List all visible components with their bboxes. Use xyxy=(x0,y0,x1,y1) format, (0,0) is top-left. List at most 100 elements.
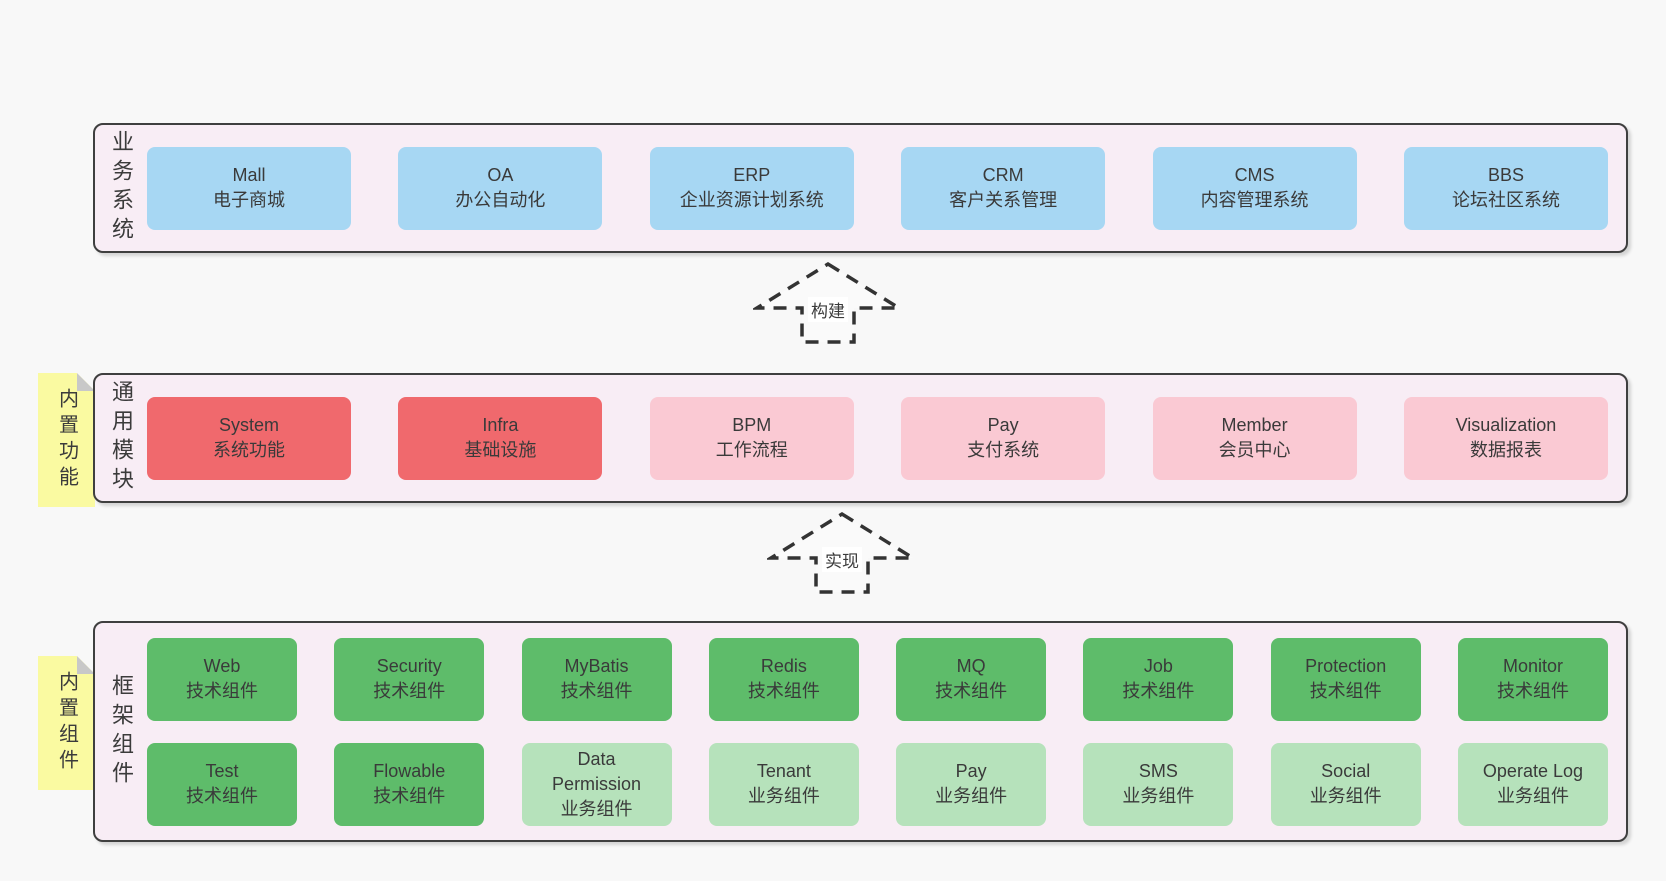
box-subtitle: 工作流程 xyxy=(715,440,788,460)
box-subtitle: 业务组件 xyxy=(747,786,820,806)
box-subtitle: 办公自动化 xyxy=(455,190,546,210)
arrow-build: 构建 xyxy=(753,261,903,345)
component-box-system: System 系统功能 xyxy=(147,396,351,480)
component-box-monitor: Monitor 技术组件 xyxy=(1457,637,1608,721)
component-box-mq: MQ 技术组件 xyxy=(896,637,1047,721)
box-title: ERP xyxy=(733,165,771,185)
box-subtitle: 业务组件 xyxy=(1496,786,1569,806)
section-label: 框架组件 xyxy=(109,673,134,790)
box-subtitle: 技术组件 xyxy=(935,681,1008,701)
box-title: Monitor xyxy=(1502,656,1563,676)
box-title: MyBatis xyxy=(564,656,629,676)
box-subtitle: 业务组件 xyxy=(560,798,633,819)
box-title: CMS xyxy=(1234,165,1275,185)
box-subtitle: 技术组件 xyxy=(560,681,633,701)
box-title: OA xyxy=(487,165,514,185)
box-title: Web xyxy=(203,656,241,676)
box-title: Member xyxy=(1221,415,1288,435)
box-title: Infra xyxy=(482,415,519,435)
box-subtitle: 技术组件 xyxy=(1309,681,1382,701)
component-box-sms: SMS 业务组件 xyxy=(1083,742,1234,826)
box-title: MQ xyxy=(956,656,986,676)
sticky-note-builtin-features: 内置功能 xyxy=(38,373,95,507)
box-subtitle: 会员中心 xyxy=(1218,440,1291,460)
component-box-operate-log: Operate Log 业务组件 xyxy=(1457,742,1608,826)
component-box-bbs: BBS 论坛社区系统 xyxy=(1403,146,1608,230)
box-title: BBS xyxy=(1487,165,1524,185)
component-box-security: Security 技术组件 xyxy=(334,637,485,721)
box-subtitle: 业务组件 xyxy=(1309,786,1382,806)
component-box-bpm: BPM 工作流程 xyxy=(649,396,854,480)
box-subtitle: 技术组件 xyxy=(1122,681,1195,701)
box-subtitle: 系统功能 xyxy=(213,440,285,460)
component-box-oa: OA 办公自动化 xyxy=(398,146,603,230)
box-title: SMS xyxy=(1138,761,1178,781)
box-title: Protection xyxy=(1305,656,1387,676)
component-box-crm: CRM 客户关系管理 xyxy=(901,146,1106,230)
section-label: 通用模块 xyxy=(109,380,134,496)
box-subtitle: 数据报表 xyxy=(1469,440,1542,460)
box-subtitle: 企业资源计划系统 xyxy=(679,190,824,210)
box-title: Flowable xyxy=(373,761,446,781)
box-subtitle: 技术组件 xyxy=(373,681,446,701)
box-title: Redis xyxy=(760,656,807,676)
box-subtitle: 技术组件 xyxy=(1496,681,1569,701)
component-box-member: Member 会员中心 xyxy=(1152,396,1357,480)
sticky-note-label: 内置组件 xyxy=(55,671,78,775)
component-box-erp: ERP 企业资源计划系统 xyxy=(649,146,854,230)
box-title: Pay xyxy=(955,761,987,781)
sticky-note-builtin-components: 内置组件 xyxy=(38,656,95,790)
component-box-redis: Redis 技术组件 xyxy=(708,637,859,721)
box-title: CRM xyxy=(982,165,1024,185)
component-box-social: Social 业务组件 xyxy=(1270,742,1421,826)
arrow-label: 实现 xyxy=(822,547,862,572)
component-box-protection: Protection 技术组件 xyxy=(1270,637,1421,721)
box-title: Test xyxy=(205,761,239,781)
box-subtitle: 技术组件 xyxy=(373,786,446,806)
arrow-implement: 实现 xyxy=(767,511,917,595)
arrow-label: 构建 xyxy=(808,297,848,322)
component-box-tenant: Tenant 业务组件 xyxy=(708,742,859,826)
box-subtitle: 支付系统 xyxy=(967,440,1040,460)
box-title: Visualization xyxy=(1455,415,1557,435)
section-label-wrap: 框架组件 xyxy=(95,623,147,840)
box-title: Mall xyxy=(232,165,266,185)
box-subtitle: 技术组件 xyxy=(186,681,258,701)
box-title: Data Permission xyxy=(552,748,642,794)
box-title: Tenant xyxy=(756,761,811,781)
box-subtitle: 业务组件 xyxy=(935,786,1008,806)
box-subtitle: 业务组件 xyxy=(1122,786,1195,806)
component-box-infra: Infra 基础设施 xyxy=(398,396,603,480)
section-label-wrap: 业务系统 xyxy=(95,125,147,251)
box-subtitle: 论坛社区系统 xyxy=(1451,190,1560,210)
component-box-flowable: Flowable 技术组件 xyxy=(334,742,485,826)
component-box-mybatis: MyBatis 技术组件 xyxy=(521,637,672,721)
box-title: BPM xyxy=(732,415,772,435)
component-box-pay: Pay 业务组件 xyxy=(896,742,1047,826)
box-subtitle: 客户关系管理 xyxy=(949,190,1058,210)
component-box-web: Web 技术组件 xyxy=(147,637,297,721)
box-title: Operate Log xyxy=(1482,761,1583,781)
box-subtitle: 技术组件 xyxy=(747,681,820,701)
box-subtitle: 基础设施 xyxy=(464,440,537,460)
box-subtitle: 技术组件 xyxy=(186,786,258,806)
section-label: 业务系统 xyxy=(109,130,134,246)
box-title: Security xyxy=(376,656,442,676)
component-box-visualization: Visualization 数据报表 xyxy=(1403,396,1608,480)
box-title: System xyxy=(218,415,279,435)
box-title: Social xyxy=(1321,761,1371,781)
